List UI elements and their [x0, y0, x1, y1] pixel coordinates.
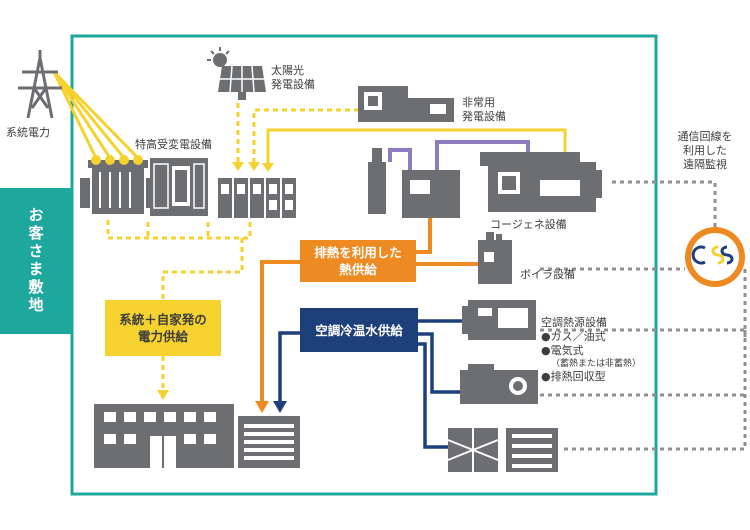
power-supply-box: 系統＋自家発の 電力供給 — [105, 300, 221, 356]
hvac-label: 空調熱源設備 ●ガス／油式 ●電気式 （蓄熱または非蓄熱） ●排熱回収型 — [541, 316, 642, 383]
remote-monitor-logo-icon — [685, 227, 745, 287]
heat-supply-box: 排熱を利用した 熱供給 — [300, 240, 416, 282]
heat-recovery-chiller-icon — [506, 428, 558, 472]
remote-monitor-label: 通信回線を 利用した 遠隔監視 — [677, 130, 733, 171]
monitor-lines — [540, 180, 747, 451]
cogeneration-label: コージェネ設備 — [490, 218, 567, 231]
cogeneration-icon — [368, 148, 602, 218]
emergency-generator-icon — [358, 86, 454, 122]
premises-frame — [70, 34, 658, 496]
insulator-icons — [91, 155, 143, 165]
heat-lines — [260, 215, 490, 404]
electric-lines — [52, 70, 567, 400]
boiler-icon — [478, 232, 512, 284]
distribution-panel-icon — [218, 178, 296, 218]
chiller-electric-icon — [460, 364, 538, 404]
premises-label: お客さま敷地 — [26, 207, 45, 315]
switchgear-icon — [150, 158, 208, 216]
plant-building-icon — [238, 416, 300, 468]
cold-supply-box: 空調冷温水供給 — [300, 308, 418, 352]
grid-label: 系統電力 — [6, 126, 50, 139]
cold-arrow — [273, 401, 287, 413]
chiller-gas-icon — [462, 300, 536, 340]
solar-label: 太陽光 発電設備 — [271, 64, 315, 91]
cooling-tower-icon — [447, 428, 499, 472]
solar-panel-icon — [207, 47, 266, 100]
emergency-label: 非常用 発電設備 — [462, 96, 506, 123]
building-icon — [94, 404, 234, 468]
premises-tag: お客さま敷地 — [0, 188, 72, 334]
substation-label: 特高受変電設備 — [135, 138, 212, 151]
boiler-label: ボイラ設備 — [520, 268, 575, 281]
cold-lines — [278, 319, 470, 449]
transformer-icon — [80, 160, 152, 214]
transmission-tower-icon — [18, 50, 62, 119]
heat-arrow — [255, 401, 269, 413]
